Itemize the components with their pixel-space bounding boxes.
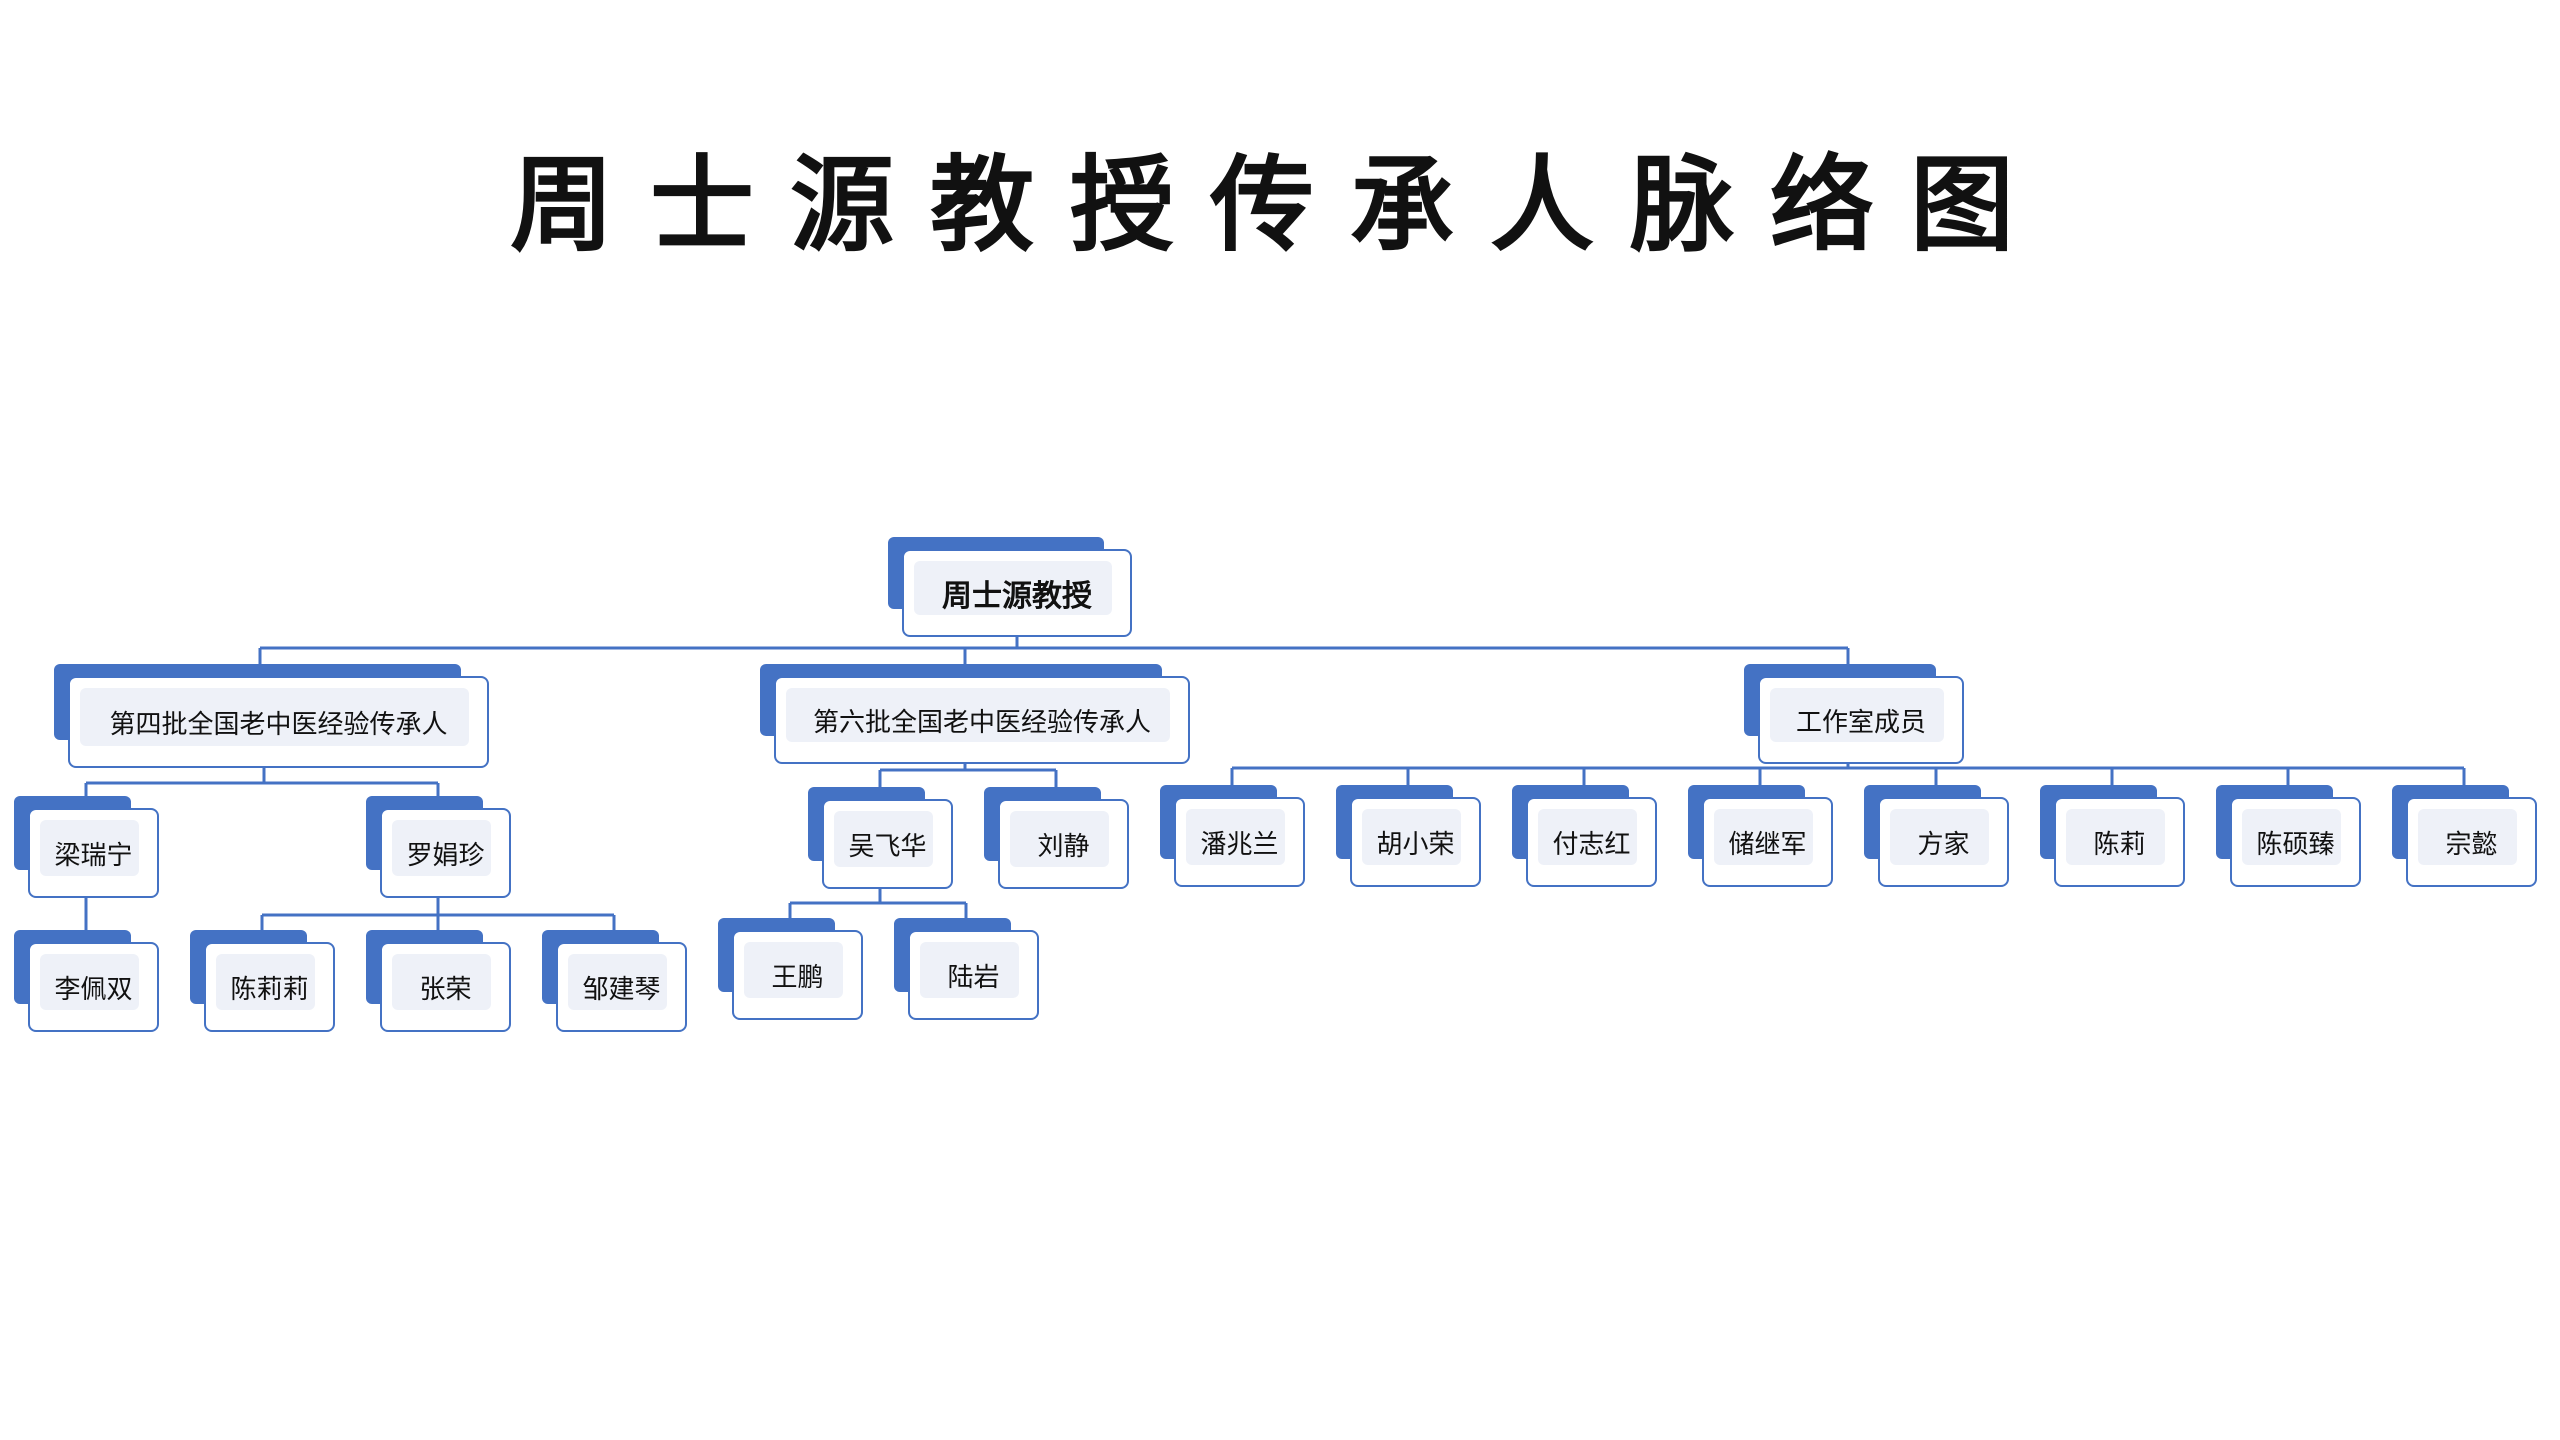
node-label: 工作室成员 — [1795, 707, 1926, 738]
group-node-fourth-batch: 第四批全国老中医经验传承人 — [54, 664, 489, 768]
member-node: 陈硕臻 — [2216, 785, 2361, 887]
member-node: 罗娟珍 — [366, 796, 511, 898]
member-node: 吴飞华 — [808, 787, 953, 889]
page-title: 周士源教授传承人脉络图 — [509, 144, 2050, 266]
child-node: 王鹏 — [718, 918, 863, 1020]
group-node-studio-members: 工作室成员 — [1744, 664, 1964, 764]
child-node: 陈莉莉 — [190, 930, 335, 1032]
member-node: 梁瑞宁 — [14, 796, 159, 898]
node-label: 陆岩 — [947, 962, 1000, 993]
node-label: 付志红 — [1552, 829, 1631, 860]
node-label: 第六批全国老中医经验传承人 — [812, 707, 1151, 738]
node-label: 陈莉 — [2093, 829, 2146, 860]
member-node: 付志红 — [1512, 785, 1657, 887]
member-node: 胡小荣 — [1336, 785, 1481, 887]
member-node: 宗懿 — [2392, 785, 2537, 887]
node-label: 张荣 — [419, 974, 472, 1005]
child-node: 陆岩 — [894, 918, 1039, 1020]
member-node: 方家 — [1864, 785, 2009, 887]
node-label: 罗娟珍 — [406, 840, 485, 871]
root-node: 周士源教授 — [888, 537, 1132, 637]
node-label: 方家 — [1917, 829, 1970, 860]
child-node: 邹建琴 — [542, 930, 687, 1032]
node-label: 陈莉莉 — [230, 974, 309, 1005]
child-node: 李佩双 — [14, 930, 159, 1032]
node-label: 李佩双 — [54, 974, 133, 1005]
node-label: 潘兆兰 — [1200, 829, 1279, 860]
node-label: 陈硕臻 — [2256, 829, 2335, 860]
node-label: 梁瑞宁 — [54, 840, 133, 871]
node-label: 胡小荣 — [1376, 829, 1455, 860]
node-label: 宗懿 — [2445, 829, 2498, 860]
child-node: 张荣 — [366, 930, 511, 1032]
member-node: 刘静 — [984, 787, 1129, 889]
node-label: 邹建琴 — [582, 974, 661, 1005]
node-label: 周士源教授 — [942, 579, 1092, 614]
node-label: 第四批全国老中医经验传承人 — [109, 709, 448, 740]
member-node: 陈莉 — [2040, 785, 2185, 887]
node-label: 储继军 — [1728, 829, 1807, 860]
node-label: 吴飞华 — [848, 831, 927, 862]
node-label: 王鹏 — [771, 962, 824, 993]
member-node: 潘兆兰 — [1160, 785, 1305, 887]
node-label: 刘静 — [1037, 831, 1090, 862]
group-node-sixth-batch: 第六批全国老中医经验传承人 — [760, 664, 1190, 764]
member-node: 储继军 — [1688, 785, 1833, 887]
